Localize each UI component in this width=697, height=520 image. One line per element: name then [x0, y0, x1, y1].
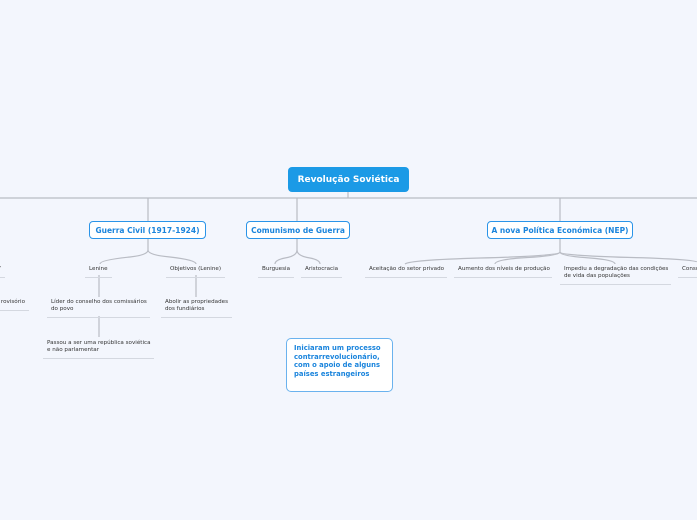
node-guerra-civil[interactable]: Guerra Civil (1917-1924): [89, 221, 206, 239]
node-objetivos-abolir[interactable]: Abolir as propriedades dos fundiários: [161, 299, 232, 318]
node-comunismo-de-guerra[interactable]: Comunismo de Guerra: [246, 221, 350, 239]
node-nep[interactable]: A nova Política Económica (NEP): [487, 221, 633, 239]
node-aristocracia[interactable]: Aristocracia: [301, 266, 343, 278]
node-lenine-republica[interactable]: Passou a ser uma república soviética e n…: [43, 340, 154, 359]
root-label: Revolução Soviética: [297, 174, 400, 185]
node-objetivos[interactable]: Objetivos (Lenine): [166, 266, 226, 278]
node-lenine-lider[interactable]: Líder do conselho dos comissários do pov…: [47, 299, 150, 318]
node-niveis-producao[interactable]: Aumento dos níveis de produção: [454, 266, 552, 278]
node-label: Guerra Civil (1917-1924): [95, 225, 200, 235]
floating-node[interactable]: Iniciaram um processo contrarrevolucioná…: [286, 338, 393, 392]
partial-node-2[interactable]: rovisório: [0, 299, 29, 311]
node-partial-conso[interactable]: Conso: [678, 266, 697, 278]
node-label: A nova Política Económica (NEP): [491, 225, 629, 235]
node-label: Comunismo de Guerra: [251, 225, 345, 235]
node-burguesia[interactable]: Burguesia: [258, 266, 295, 278]
floating-label: Iniciaram um processo contrarrevolucioná…: [294, 344, 381, 378]
node-setor-privado[interactable]: Aceitação do setor privado: [365, 266, 447, 278]
partial-node-1[interactable]: 7: [0, 266, 5, 278]
node-degradacao[interactable]: Impediu a degradação das condições de vi…: [560, 266, 671, 285]
root-node[interactable]: Revolução Soviética: [288, 167, 409, 192]
node-lenine[interactable]: Lenine: [85, 266, 112, 278]
